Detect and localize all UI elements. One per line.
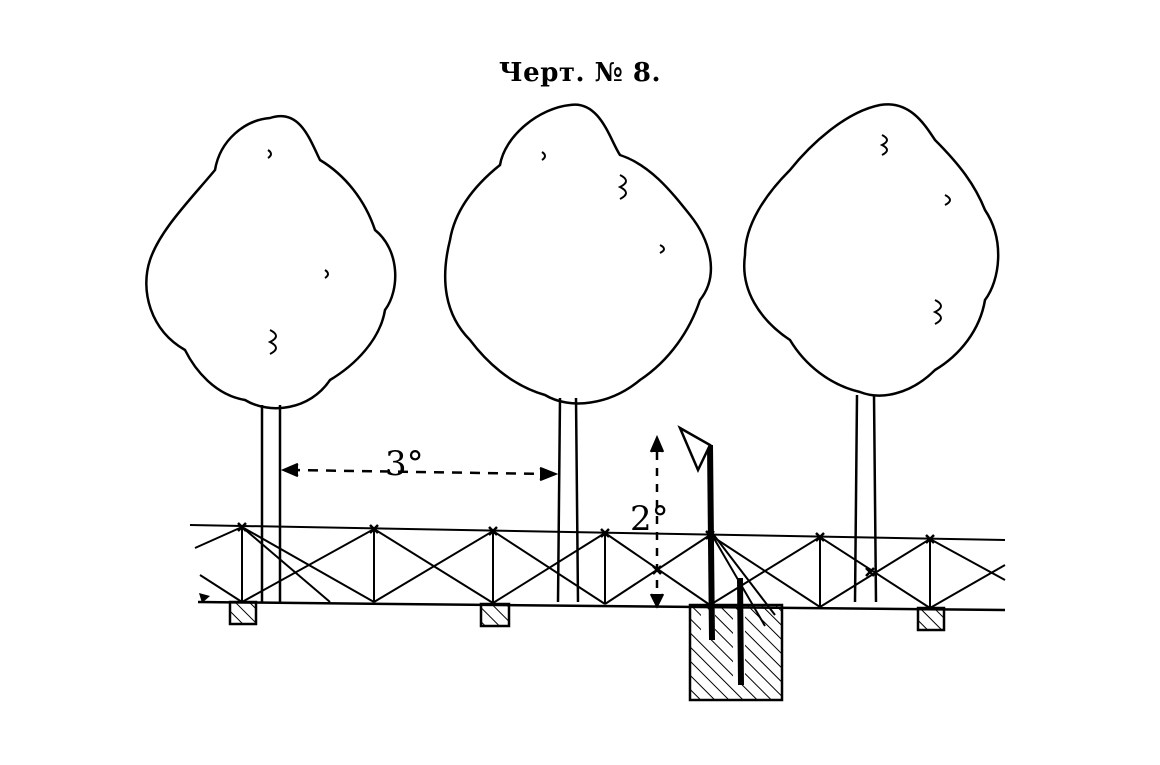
footing-small-middle [479, 602, 511, 628]
fence-top-rail [189, 524, 1006, 541]
lattice-fence [189, 522, 1006, 612]
spacing-label: 3° [385, 444, 424, 484]
stake-detail [677, 425, 776, 686]
height-dimension [649, 434, 665, 609]
footing-small-left [228, 600, 258, 626]
post-footings [228, 600, 946, 702]
ground-line [197, 600, 1006, 612]
tree-middle-crown [444, 103, 713, 405]
main-stake [707, 444, 715, 641]
tree-left-crown [145, 114, 397, 410]
tree-middle-trunk [556, 397, 580, 603]
stake-pointed-top [677, 425, 712, 474]
ground-marker [199, 593, 210, 603]
figure-caption: Черт. № 8. [498, 58, 662, 88]
tree-left-trunk [260, 405, 282, 602]
tree-middle [444, 103, 713, 603]
secondary-stake [737, 577, 744, 686]
footing-small-right [916, 606, 946, 632]
tree-right-crown [742, 103, 1000, 397]
tree-right [742, 103, 1000, 603]
spacing-dimension [280, 462, 559, 482]
tree-left [145, 114, 397, 602]
height-label: 2° [630, 499, 669, 539]
tree-right-trunk [853, 394, 878, 603]
